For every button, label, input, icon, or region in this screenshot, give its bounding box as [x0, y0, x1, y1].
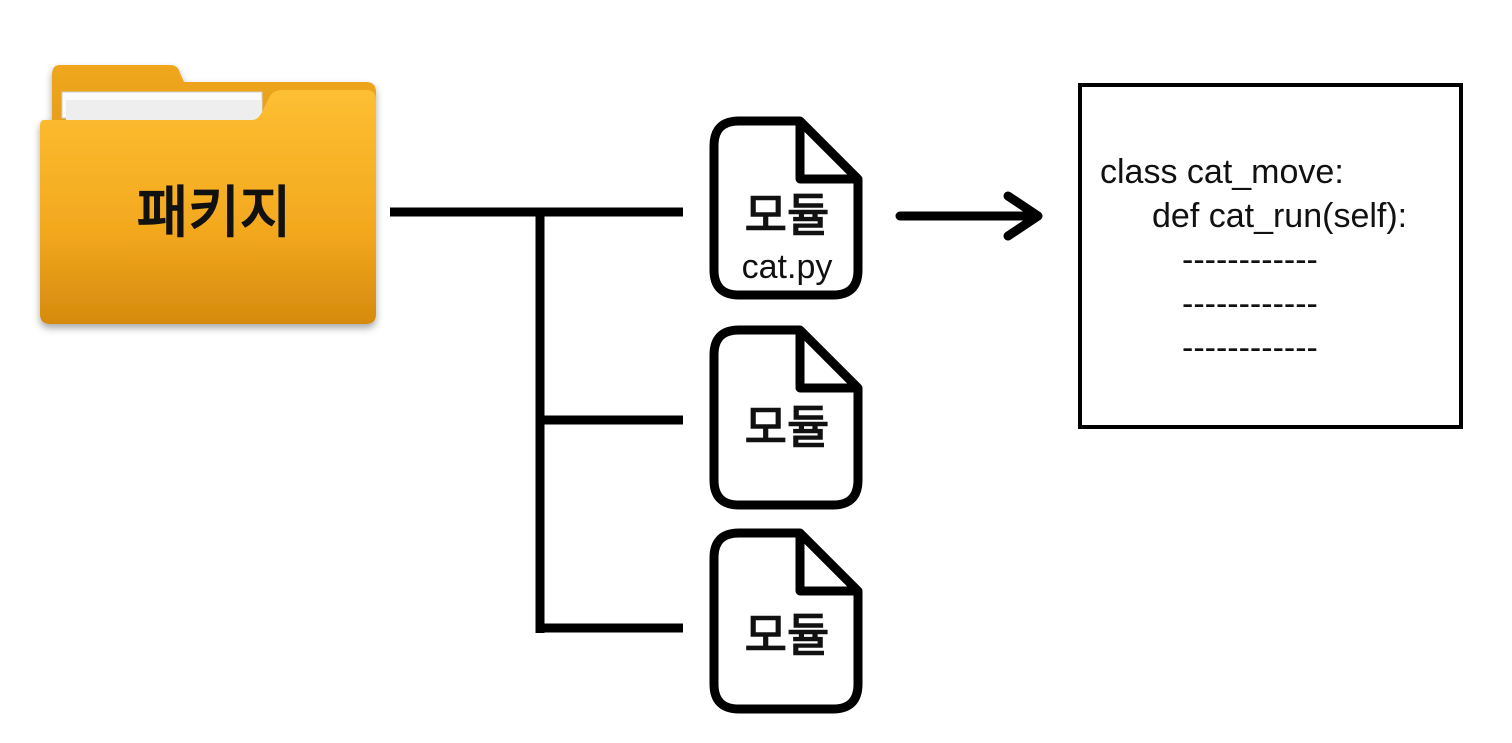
code-line-class: class cat_move: [1100, 153, 1344, 191]
package-label: 패키지 [137, 181, 292, 246]
file-icon [709, 528, 863, 714]
module-label-2: 모듈 [745, 400, 830, 454]
file-icon [709, 116, 863, 300]
module-file-2: 모듈 [709, 325, 863, 510]
code-line-placeholder-1: ------------ [1182, 241, 1318, 279]
folder-icon [40, 65, 376, 324]
module-filename-1: cat.py [742, 248, 833, 286]
module-file-1: 모듈 cat.py [709, 116, 863, 300]
file-icon [709, 325, 863, 510]
arrow-right-icon [895, 191, 1043, 241]
module-label-1: 모듈 [745, 188, 830, 242]
code-line-placeholder-3: ------------ [1182, 329, 1318, 367]
tree-connector [390, 207, 683, 633]
module-label-3: 모듈 [745, 608, 830, 662]
module-file-3: 모듈 [709, 528, 863, 714]
code-line-placeholder-2: ------------ [1182, 285, 1318, 323]
code-box: class cat_move: def cat_run(self): -----… [1078, 83, 1463, 429]
code-line-def: def cat_run(self): [1152, 197, 1408, 235]
